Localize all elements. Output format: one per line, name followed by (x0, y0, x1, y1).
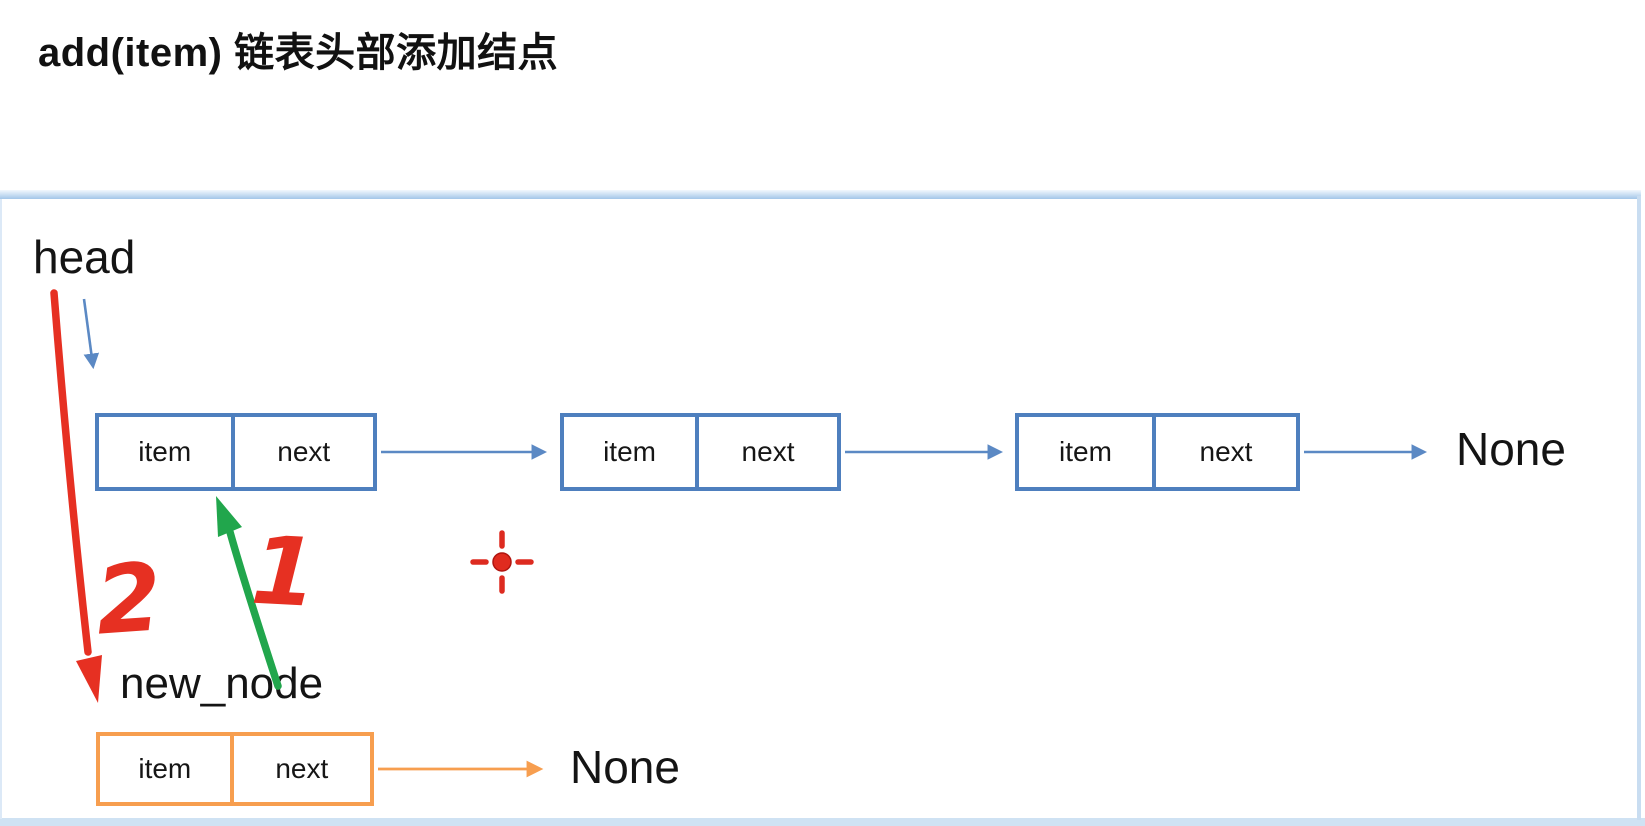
new-node-label: new_node (120, 659, 324, 708)
slide-panel (0, 190, 1641, 826)
new-node: item next (96, 732, 374, 806)
panel-right-border (1637, 196, 1641, 820)
node1-next-cell: next (230, 417, 373, 487)
newnode-item-cell: item (100, 736, 230, 802)
newnode-next-cell: next (229, 736, 370, 802)
node2-next-cell: next (695, 417, 837, 487)
list-node-1: item next (95, 413, 377, 491)
node2-item-cell: item (564, 417, 696, 487)
panel-left-border (0, 199, 2, 819)
list-node-2: item next (560, 413, 841, 491)
head-label: head (33, 231, 136, 283)
panel-top-border (0, 190, 1641, 199)
none-label-top: None (1456, 423, 1566, 475)
panel-bottom-border (0, 818, 1645, 826)
list-node-3: item next (1015, 413, 1300, 491)
node3-item-cell: item (1019, 417, 1152, 487)
node3-next-cell: next (1151, 417, 1296, 487)
node1-item-cell: item (99, 417, 231, 487)
none-label-bottom: None (570, 741, 680, 793)
page-title: add(item) 链表头部添加结点 (38, 31, 559, 75)
